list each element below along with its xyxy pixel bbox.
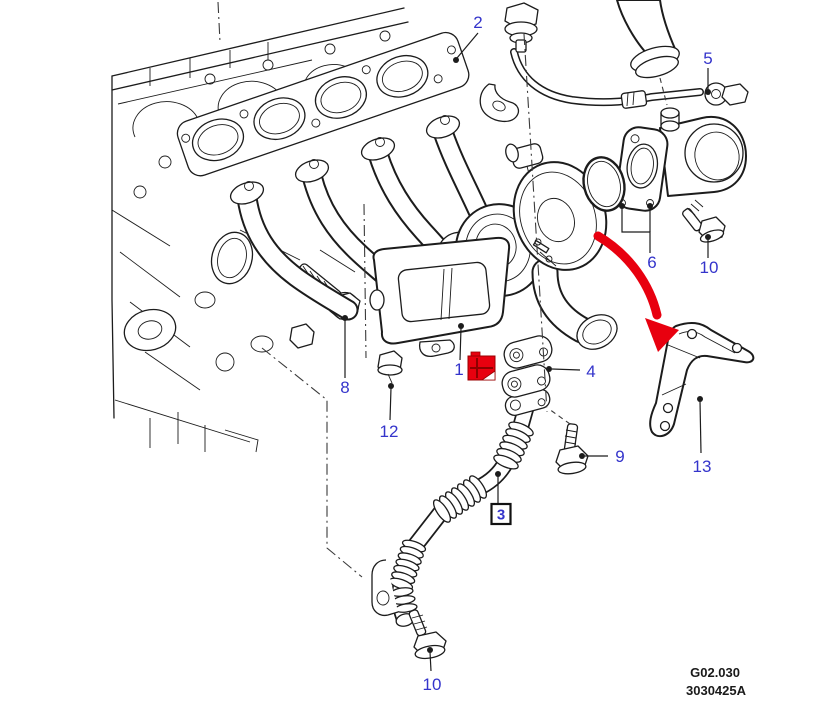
hose-clamp-bracket <box>479 83 520 123</box>
drain-pipe-gaskets <box>501 335 553 398</box>
callout-10-top: 10 <box>700 258 719 277</box>
manifold-gasket <box>176 31 470 177</box>
callout-8: 8 <box>340 378 349 397</box>
callout-3: 3 <box>497 507 505 524</box>
flange-nut <box>377 350 403 384</box>
elbow-bolt <box>682 199 726 243</box>
construction-lines <box>217 1 668 578</box>
oil-drain-pipe <box>371 388 551 627</box>
drawing-section-code: G02.030 <box>690 665 740 680</box>
callout-4: 4 <box>586 362 595 381</box>
oil-feed-hose <box>510 48 749 109</box>
callout-12: 12 <box>380 422 399 441</box>
turbo-outlet-elbow <box>659 107 747 197</box>
drain-flange-bolt <box>555 423 589 475</box>
drain-bracket-bolt <box>408 609 447 660</box>
callout-1: 1 <box>454 360 463 379</box>
callout-9: 9 <box>615 447 624 466</box>
o-ring <box>582 156 626 212</box>
drawing-number: 3030425A <box>686 683 747 698</box>
manifold-collector-flange <box>369 236 511 358</box>
outlet-flange <box>615 126 669 212</box>
red-arrow-icon <box>593 231 679 352</box>
callout-10-bottom: 10 <box>423 675 442 694</box>
banjo-bolt <box>504 2 539 53</box>
callout-6: 6 <box>647 253 656 272</box>
coolant-pipe-top-right <box>616 0 680 79</box>
callout-2: 2 <box>473 13 482 32</box>
red-part-icon <box>467 351 496 381</box>
leader-lines <box>342 32 711 672</box>
engine-block <box>111 7 409 453</box>
callout-3-boxed: 3 <box>490 502 512 526</box>
callout-5: 5 <box>703 49 712 68</box>
mounting-bracket <box>649 321 755 438</box>
callout-13: 13 <box>693 457 712 476</box>
